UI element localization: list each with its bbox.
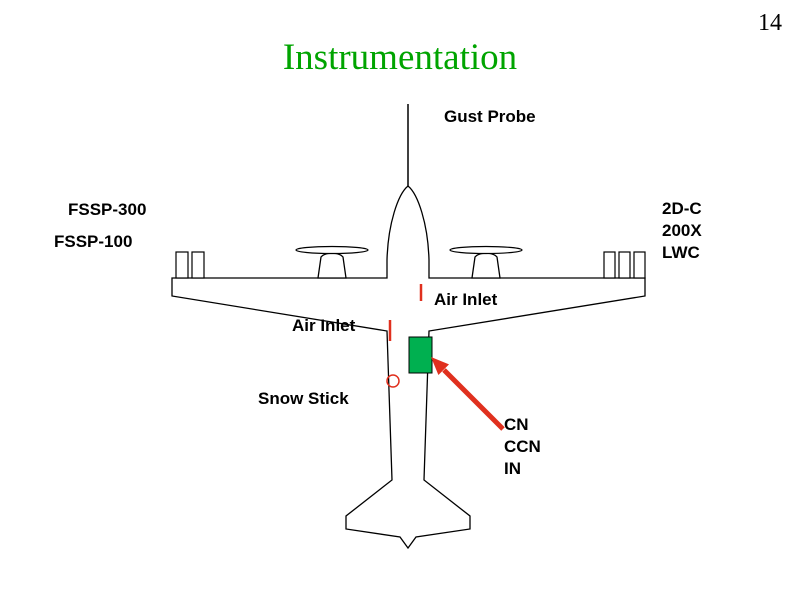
engine-nacelle-right [471,252,501,279]
label-2d-c: 2D-C [662,199,702,218]
wingtip-pod-left-1 [175,251,189,279]
label-200x: 200X [662,221,702,240]
label-fssp-100: FSSP-100 [54,232,133,251]
label-ccn: CCN [504,437,541,456]
label-snow-stick: Snow Stick [258,389,349,408]
label-air-inlet-fuselage: Air Inlet [434,290,498,309]
label-right-wing-stack: 2D-C 200X LWC [662,198,702,264]
page-number: 14 [758,10,782,36]
pointer-arrow-head [431,357,449,375]
label-gust-probe: Gust Probe [444,107,536,126]
instrument-inlet-highlight [408,336,433,374]
label-lwc: LWC [662,243,700,262]
label-fssp-300: FSSP-300 [68,200,147,219]
label-inlet-instruments: CN CCN IN [504,414,541,480]
label-air-inlet-wing: Air Inlet [292,316,356,335]
propeller-right-icon [449,245,523,255]
wingtip-pod-right-1 [603,251,616,279]
label-cn: CN [504,415,529,434]
engine-nacelle-left [317,252,347,279]
propeller-left-icon [295,245,369,255]
wingtip-pod-left-2 [191,251,205,279]
wingtip-pod-right-3 [633,251,646,279]
pointer-arrow-shaft [442,368,505,431]
slide-title: Instrumentation [282,37,518,78]
label-in: IN [504,459,521,478]
wingtip-pod-right-2 [618,251,631,279]
snow-stick-circle [386,374,400,388]
